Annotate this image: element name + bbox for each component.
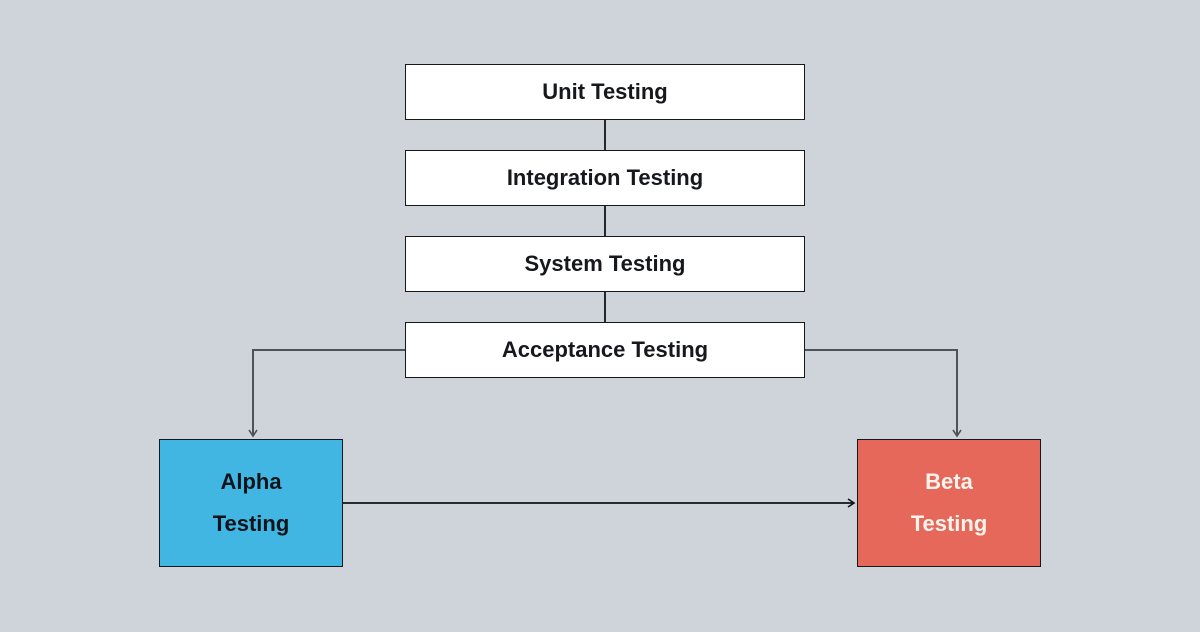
node-label-line1: Alpha [220,469,282,494]
node-label-line2: Testing [910,511,988,536]
node-label-line1: Beta [925,469,973,494]
node-acceptance-testing: Acceptance Testing [405,322,805,378]
node-label: Unit Testing [542,79,668,104]
node-beta-testing: Beta Testing [857,439,1041,567]
edge-acceptance-to-beta [805,349,962,438]
node-unit-testing: Unit Testing [405,64,805,120]
node-label-line2: Testing [212,511,290,536]
node-alpha-testing: Alpha Testing [159,439,343,567]
node-system-testing: System Testing [405,236,805,292]
node-label: Integration Testing [506,165,704,190]
node-integration-testing: Integration Testing [405,150,805,206]
node-label: System Testing [524,251,686,276]
edge-acceptance-to-alpha [248,349,405,438]
node-label: Acceptance Testing [501,337,709,362]
